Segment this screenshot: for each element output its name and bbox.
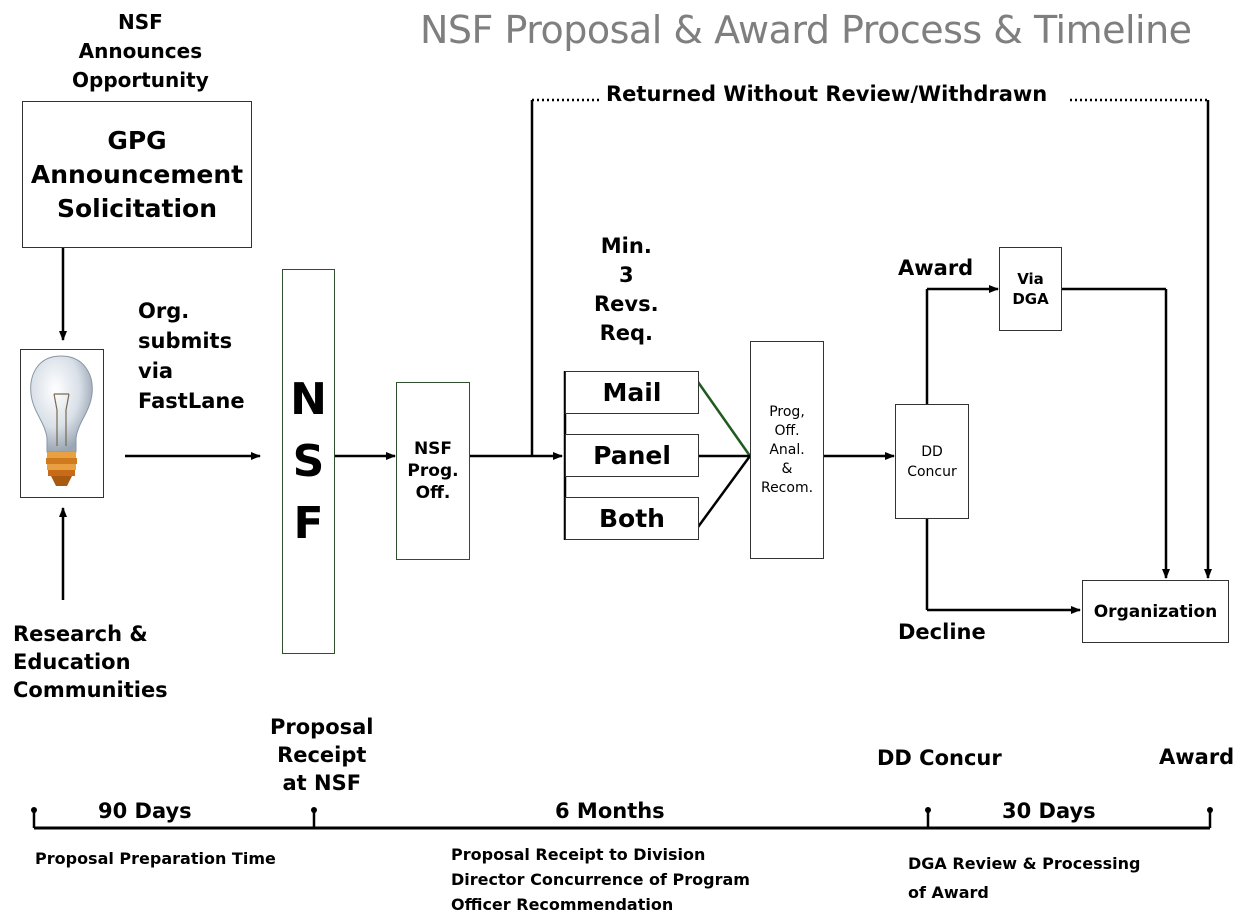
timeline-proposal-receipt: Proposal Receipt at NSF [270,715,374,795]
org-submits-label: Org. submits via FastLane [138,299,245,413]
timeline-dd-concur: DD Concur [877,746,1002,770]
review-mail-box: Mail [565,371,699,414]
timeline-desc-preparation: Proposal Preparation Time [35,849,276,868]
review-both-box: Both [565,497,699,540]
nsf-prog-off-box: NSF Prog. Off. [396,382,470,560]
via-dga-box: Via DGA [999,247,1062,331]
timeline-segment-30-days: 30 Days [1002,799,1096,823]
gpg-announcement-box: GPG Announcement Solicitation [22,101,252,248]
timeline-segment-90-days: 90 Days [98,799,192,823]
returned-without-review-label: Returned Without Review/Withdrawn [606,82,1048,106]
decline-label: Decline [898,620,986,644]
dd-concur-box: DD Concur [895,404,969,519]
lightbulb-icon [20,349,104,498]
nsf-box: N S F [282,269,335,654]
min-reviews-label: Min. 3 Revs. Req. [594,234,659,345]
organization-box: Organization [1082,580,1229,643]
timeline-segment-6-months: 6 Months [555,799,665,823]
prog-off-analysis-box: Prog, Off. Anal. & Recom. [750,341,824,559]
timeline-desc-receipt: Proposal Receipt to Division Director Co… [451,845,750,914]
review-panel-box: Panel [565,434,699,477]
timeline-award: Award [1159,745,1235,769]
nsf-announces-label: NSF Announces Opportunity [72,10,209,92]
timeline-desc-dga: DGA Review & Processing of Award [908,854,1141,902]
award-label: Award [898,256,974,280]
research-communities-label: Research & Education Communities [13,622,168,702]
page-title: NSF Proposal & Award Process & Timeline [420,8,1192,52]
